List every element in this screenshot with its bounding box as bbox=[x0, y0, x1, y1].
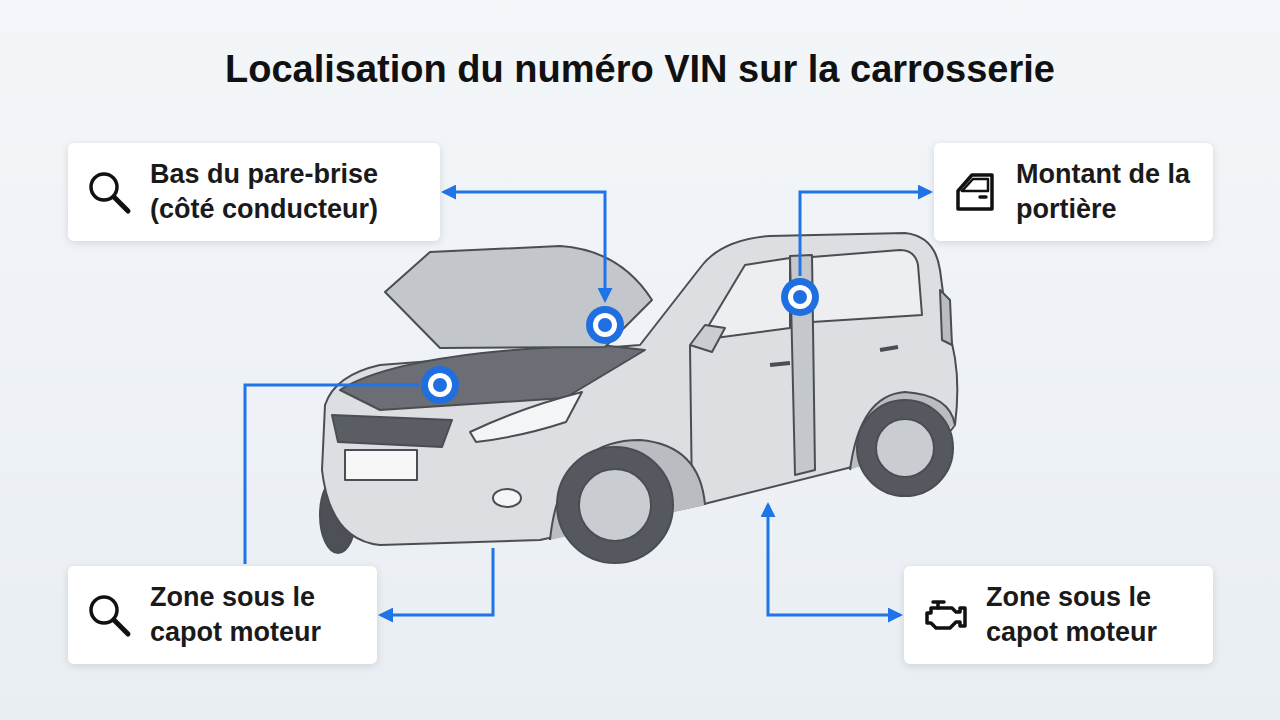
rear-window bbox=[812, 250, 922, 322]
engine-icon bbox=[922, 592, 968, 638]
rear-rim bbox=[876, 419, 934, 477]
headlight bbox=[470, 392, 582, 442]
tail-light bbox=[940, 290, 952, 345]
fog-light bbox=[493, 489, 521, 507]
open-hood bbox=[385, 246, 652, 348]
search-icon bbox=[86, 169, 132, 215]
front-wheel bbox=[557, 447, 673, 563]
callout-box: Bas du pare-brise (côté conducteur) bbox=[68, 143, 440, 241]
callout-label: Montant de la portière bbox=[1016, 157, 1191, 227]
leader-line bbox=[444, 192, 605, 300]
leader-line bbox=[768, 505, 900, 615]
vin-marker bbox=[421, 366, 459, 404]
leader-line bbox=[381, 548, 493, 615]
callout-box: Montant de la portière bbox=[934, 143, 1213, 241]
mirror bbox=[690, 325, 725, 352]
callout-box: Zone sous le capot moteur bbox=[68, 566, 377, 664]
rear-wheel bbox=[857, 400, 953, 496]
door-handle bbox=[770, 363, 790, 365]
callout-label: Bas du pare-brise (côté conducteur) bbox=[150, 157, 418, 227]
search-icon bbox=[86, 592, 132, 638]
vin-marker bbox=[586, 306, 624, 344]
front-rim bbox=[579, 469, 651, 541]
callout-label: Zone sous le capot moteur bbox=[150, 580, 355, 650]
grille bbox=[332, 415, 452, 447]
callout-box: Zone sous le capot moteur bbox=[904, 566, 1213, 664]
license-plate bbox=[345, 450, 417, 480]
title: Localisation du numéro VIN sur la carros… bbox=[0, 48, 1280, 91]
door-icon bbox=[952, 169, 998, 215]
door-handle bbox=[880, 347, 898, 350]
leader-line bbox=[800, 192, 930, 276]
vin-markers bbox=[421, 278, 819, 404]
leader-line bbox=[245, 385, 419, 564]
car-body bbox=[322, 233, 957, 545]
vin-marker bbox=[781, 278, 819, 316]
engine-bay bbox=[340, 345, 645, 410]
callout-label: Zone sous le capot moteur bbox=[986, 580, 1191, 650]
